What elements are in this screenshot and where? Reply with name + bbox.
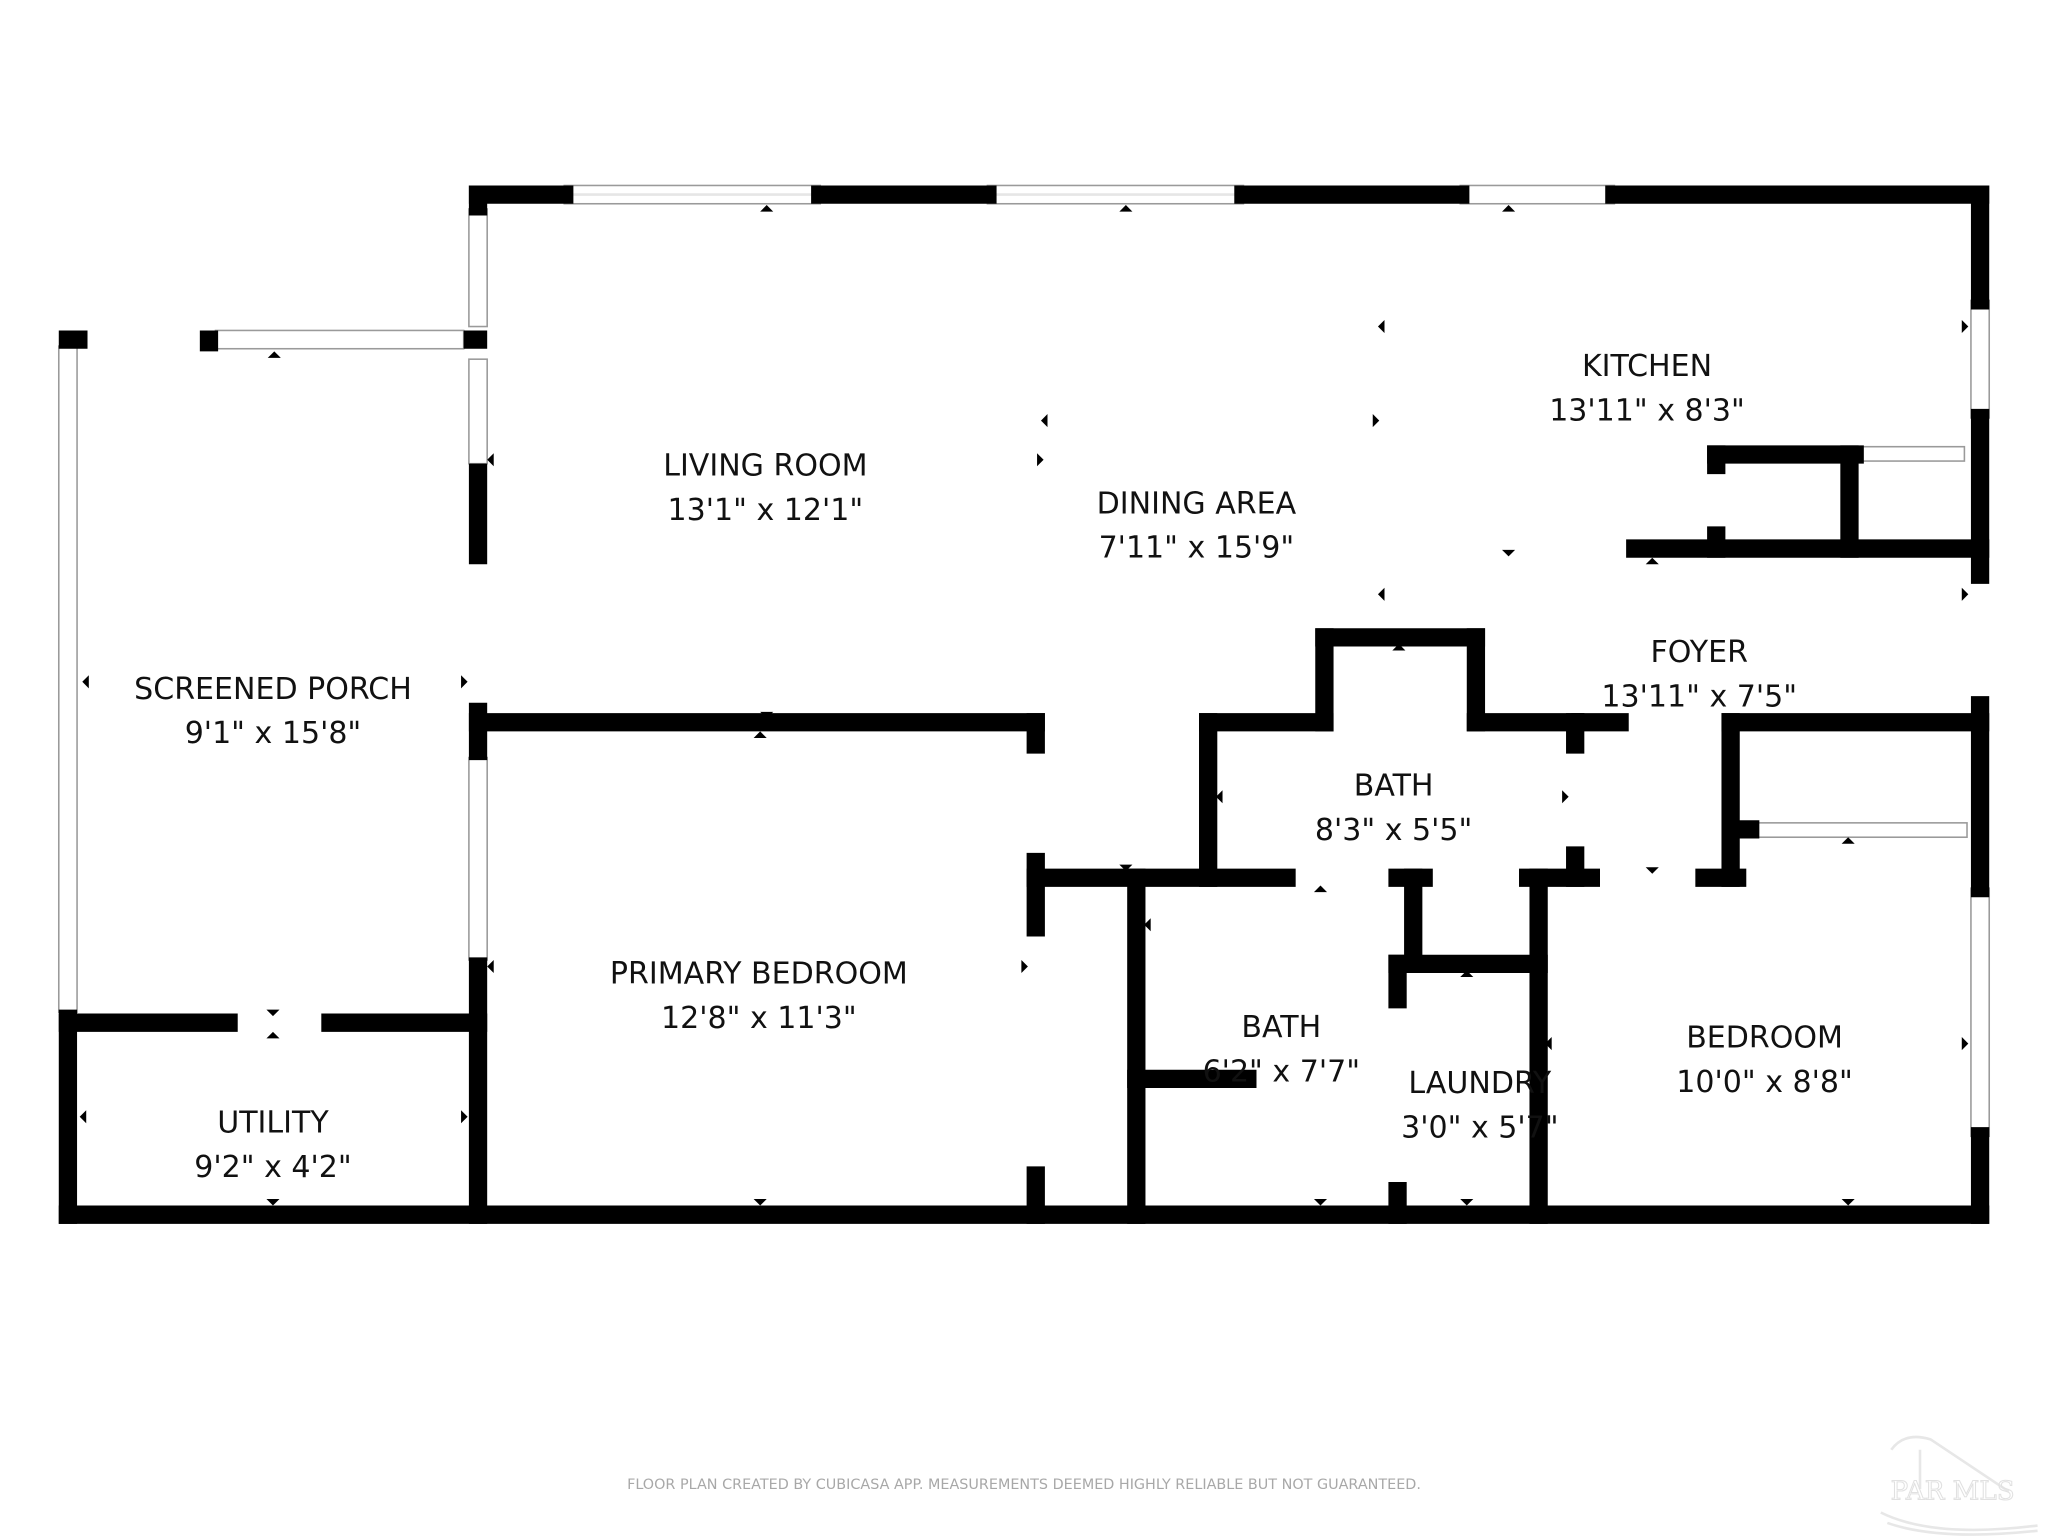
room-dims-screened-porch: 9'1" x 15'8" xyxy=(185,716,362,751)
walls xyxy=(58,185,1990,1224)
room-dims-dining-area: 7'11" x 15'9" xyxy=(1099,531,1295,566)
room-dims-bedroom: 10'0" x 8'8" xyxy=(1676,1065,1853,1100)
svg-text:PAR MLS: PAR MLS xyxy=(1891,1476,2015,1506)
room-dims-bath-2: 6'2" x 7'7" xyxy=(1203,1054,1360,1089)
room-dims-foyer: 13'11" x 7'5" xyxy=(1601,680,1797,715)
room-name-living-room: LIVING ROOM xyxy=(663,448,867,483)
room-dims-utility: 9'2" x 4'2" xyxy=(194,1150,351,1185)
room-name-kitchen: KITCHEN xyxy=(1582,349,1712,384)
room-name-utility: UTILITY xyxy=(217,1105,329,1140)
room-name-bath-1: BATH xyxy=(1354,768,1434,803)
par-mls-logo: PAR MLS xyxy=(1880,1435,2038,1536)
room-labels: LIVING ROOM 13'1" x 12'1" DINING AREA 7'… xyxy=(134,349,1853,1185)
room-dims-kitchen: 13'11" x 8'3" xyxy=(1549,394,1745,429)
room-dims-bath-1: 8'3" x 5'5" xyxy=(1315,813,1472,848)
footer-disclaimer: FLOOR PLAN CREATED BY CUBICASA APP. MEAS… xyxy=(627,1477,1421,1493)
room-name-bath-2: BATH xyxy=(1241,1010,1321,1045)
room-name-bedroom: BEDROOM xyxy=(1686,1021,1843,1056)
room-name-dining-area: DINING AREA xyxy=(1097,486,1297,521)
room-name-screened-porch: SCREENED PORCH xyxy=(134,672,412,707)
room-name-primary-bedroom: PRIMARY BEDROOM xyxy=(610,957,908,992)
room-name-laundry: LAUNDRY xyxy=(1408,1066,1551,1101)
room-name-foyer: FOYER xyxy=(1651,635,1748,670)
room-dims-living-room: 13'1" x 12'1" xyxy=(668,493,864,528)
room-dims-laundry: 3'0" x 5'7" xyxy=(1401,1111,1558,1146)
room-dims-primary-bedroom: 12'8" x 11'3" xyxy=(661,1001,857,1036)
dimension-markers xyxy=(79,205,1969,1206)
